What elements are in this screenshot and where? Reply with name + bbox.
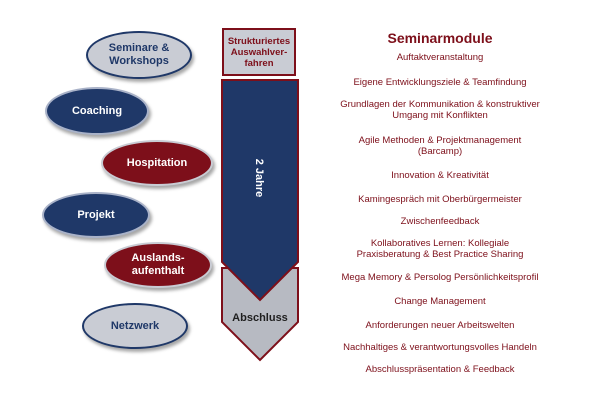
module-item: Auftaktveranstaltung bbox=[396, 52, 484, 63]
module-item: Anforderungen neuer Arbeitswelten bbox=[365, 320, 515, 331]
duration-label: 2 Jahre bbox=[253, 158, 265, 198]
ellipse-abroad-stay: Auslands- aufenthalt bbox=[104, 242, 212, 288]
ellipse-network: Netzwerk bbox=[82, 303, 188, 349]
module-item: Eigene Entwicklungsziele & Teamfindung bbox=[353, 77, 527, 88]
module-item: Grundlagen der Kommunikation & konstrukt… bbox=[340, 99, 540, 121]
module-item: Abschlusspräsentation & Feedback bbox=[365, 364, 515, 375]
arrow-main-section bbox=[221, 79, 299, 302]
ellipse-hospitation: Hospitation bbox=[101, 140, 213, 186]
ellipse-coaching: Coaching bbox=[45, 87, 149, 135]
modules-title: Seminarmodule bbox=[387, 30, 493, 46]
module-item: Agile Methoden & Projektmanagement (Barc… bbox=[358, 135, 522, 157]
module-item: Nachhaltiges & verantwortungsvolles Hand… bbox=[343, 342, 537, 353]
module-item: Kollaboratives Lernen: Kollegiale Praxis… bbox=[356, 238, 524, 260]
ellipse-seminars-workshops: Seminare & Workshops bbox=[86, 31, 192, 79]
selection-process-box: Strukturiertes Auswahlver- fahren bbox=[222, 28, 296, 76]
ellipse-project: Projekt bbox=[42, 192, 150, 238]
module-item: Kamingespräch mit Oberbürgermeister bbox=[358, 194, 522, 205]
module-item: Change Management bbox=[394, 296, 486, 307]
module-item: Mega Memory & Persolog Persönlichkeitspr… bbox=[341, 272, 539, 283]
module-item: Innovation & Kreativität bbox=[391, 170, 489, 181]
module-item: Zwischenfeedback bbox=[400, 216, 480, 227]
completion-label: Abschluss bbox=[232, 312, 288, 324]
